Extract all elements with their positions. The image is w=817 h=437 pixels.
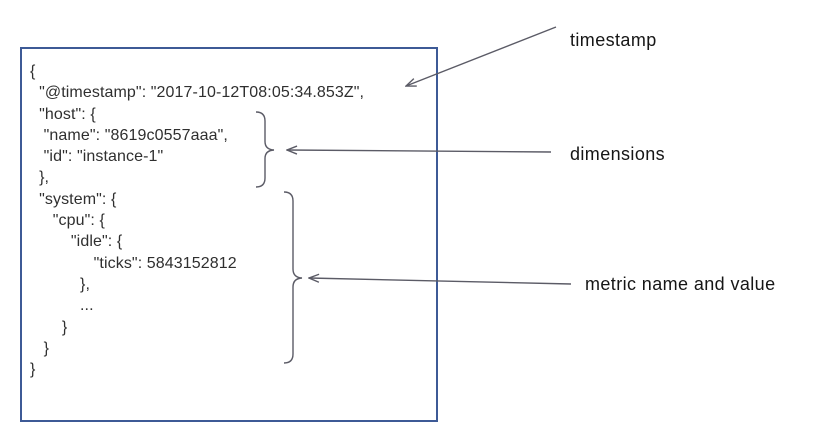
code-line: "@timestamp": "2017-10-12T08:05:34.853Z"… — [30, 84, 365, 102]
timestamp-label: timestamp — [570, 30, 657, 50]
metric-label: metric name and value — [585, 274, 776, 294]
json-code: { "@timestamp": "2017-10-12T08:05:34.853… — [30, 61, 364, 380]
json-document-box: { "@timestamp": "2017-10-12T08:05:34.853… — [20, 47, 438, 422]
code-line: { — [30, 63, 36, 80]
code-line: }, — [30, 275, 90, 293]
code-line: }, — [30, 169, 50, 187]
code-line: "id": "instance-1" — [30, 148, 164, 166]
code-line: "host": { — [30, 105, 96, 123]
code-line: "ticks": 5843152812 — [30, 254, 237, 272]
code-line: "name": "8619c0557aaa", — [30, 126, 228, 144]
code-line: } — [30, 339, 50, 357]
code-line: "idle": { — [30, 233, 123, 251]
code-line: "system": { — [30, 190, 117, 208]
code-line: ... — [30, 297, 94, 315]
code-line: } — [30, 361, 36, 379]
code-line: } — [30, 318, 68, 336]
dimensions-label: dimensions — [570, 144, 666, 164]
code-line: "cpu": { — [30, 212, 105, 230]
